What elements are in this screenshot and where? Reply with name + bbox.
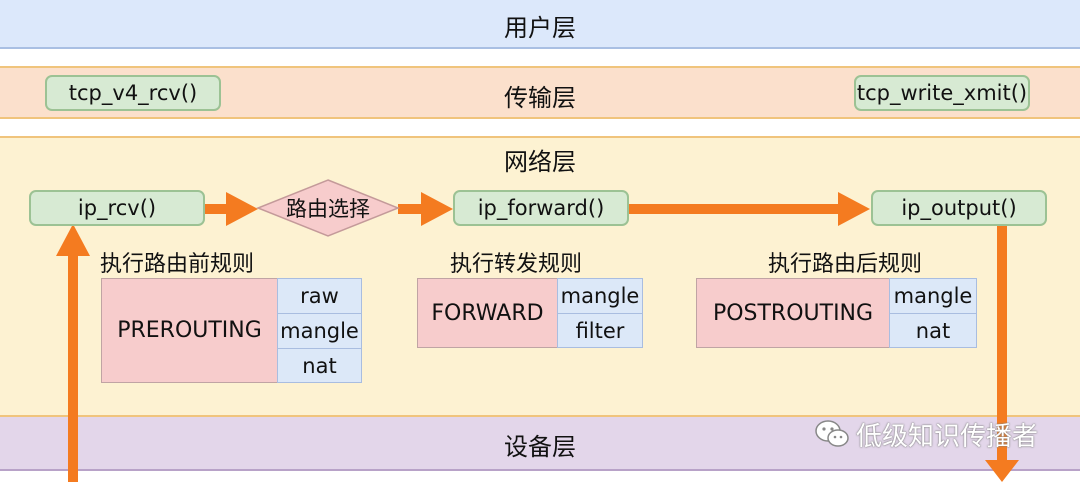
device-layer: 设备层 [0, 417, 1080, 471]
forward-table-filter: filter [557, 313, 643, 348]
watermark-text: 低级知识传播者 [856, 421, 1039, 452]
network-layer-title: 网络层 [504, 148, 576, 176]
arrow-decision-to-ipforward [398, 192, 453, 226]
arrow-ipoutput-to-device [985, 225, 1019, 482]
user-layer: 用户层 [0, 0, 1080, 49]
tcp-write-xmit-box: tcp_write_xmit() [854, 75, 1030, 111]
prerouting-chain: PREROUTING [101, 278, 278, 383]
device-layer-title: 设备层 [504, 433, 576, 461]
arrow-device-to-iprcv [56, 224, 90, 482]
prerouting-tables: raw mangle nat [277, 278, 362, 383]
user-layer-title: 用户层 [504, 14, 576, 42]
postrouting-tables: mangle nat [889, 278, 977, 348]
forward-table-mangle: mangle [557, 278, 643, 314]
ip-forward-box: ip_forward() [453, 190, 629, 226]
prerouting-table-mangle: mangle [277, 313, 362, 349]
forward-title: 执行转发规则 [450, 252, 583, 277]
forward-tables: mangle filter [557, 278, 643, 348]
postrouting-table-nat: nat [889, 313, 977, 348]
prerouting-table-raw: raw [277, 278, 362, 314]
ip-output-box: ip_output() [871, 190, 1047, 226]
prerouting-title: 执行路由前规则 [100, 252, 255, 277]
prerouting-table-nat: nat [277, 348, 362, 383]
postrouting-chain: POSTROUTING [696, 278, 890, 348]
arrow-iprcv-to-decision [205, 192, 258, 226]
route-decision-diamond [255, 179, 401, 237]
route-decision-label: 路由选择 [286, 197, 370, 221]
tcp-v4-rcv-box: tcp_v4_rcv() [45, 75, 221, 111]
forward-chain: FORWARD [417, 278, 558, 348]
transport-layer-title: 传输层 [504, 84, 576, 112]
watermark: 低级知识传播者 [814, 418, 1039, 452]
wechat-icon [815, 420, 849, 447]
postrouting-title: 执行路由后规则 [768, 252, 923, 277]
postrouting-table-mangle: mangle [889, 278, 977, 314]
arrow-ipforward-to-ipoutput [629, 192, 870, 226]
ip-rcv-box: ip_rcv() [29, 190, 205, 226]
